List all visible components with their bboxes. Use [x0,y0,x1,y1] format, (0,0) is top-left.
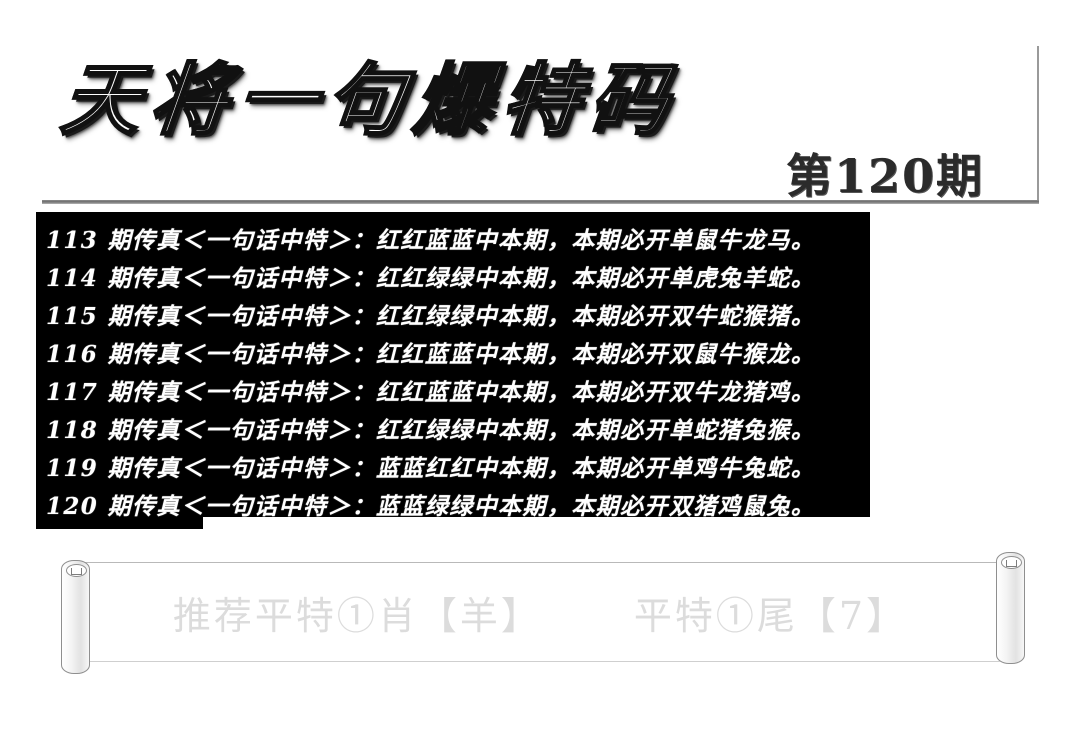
forecast-row-list: 113 期传真＜一句话中特＞：红红蓝蓝中本期，本期必开单鼠牛龙马。 114 期传… [36,212,870,534]
frame-vertical-rule [1037,46,1039,202]
page-title-text: 天将一句爆特码 [56,54,684,148]
scroll-roller-knob-icon [71,568,82,575]
issue-number-badge: 第120期 [786,149,985,203]
table-row: 120 期传真＜一句话中特＞：蓝蓝绿绿中本期，本期必开双猪鸡鼠兔。 [46,493,816,520]
table-row: 118 期传真＜一句话中特＞：红红绿绿中本期，本期必开单蛇猪兔猴。 [46,417,816,444]
forecast-panel: 113 期传真＜一句话中特＞：红红蓝蓝中本期，本期必开单鼠牛龙马。 114 期传… [36,212,870,520]
scroll-sheet [78,562,1004,662]
scroll-roller-right-icon [996,552,1025,664]
footer-scroll-banner: 推荐平特①肖【羊】 平特①尾【7】 [56,552,1025,674]
recommendation-tail: 平特①尾【7】 [633,593,908,638]
table-row: 119 期传真＜一句话中特＞：蓝蓝红红中本期，本期必开单鸡牛兔蛇。 [46,455,816,482]
table-row: 116 期传真＜一句话中特＞：红红蓝蓝中本期，本期必开双鼠牛猴龙。 [46,341,816,368]
frame-horizontal-rule [42,200,1039,204]
scroll-roller-knob-icon [1006,560,1017,567]
table-row: 113 期传真＜一句话中特＞：红红蓝蓝中本期，本期必开单鼠牛龙马。 [46,227,816,254]
footer-recommendation-row: 推荐平特①肖【羊】 平特①尾【7】 [56,552,1024,672]
scroll-roller-left-icon [61,560,90,674]
page-title: 天将一句爆特码 [56,46,802,156]
recommendation-zodiac: 推荐平特①肖【羊】 [172,593,542,638]
table-row: 115 期传真＜一句话中特＞：红红绿绿中本期，本期必开双牛蛇猴猪。 [46,303,816,330]
table-row: 114 期传真＜一句话中特＞：红红绿绿中本期，本期必开单虎兔羊蛇。 [46,265,816,292]
table-row: 117 期传真＜一句话中特＞：红红蓝蓝中本期，本期必开双牛龙猪鸡。 [46,379,816,406]
